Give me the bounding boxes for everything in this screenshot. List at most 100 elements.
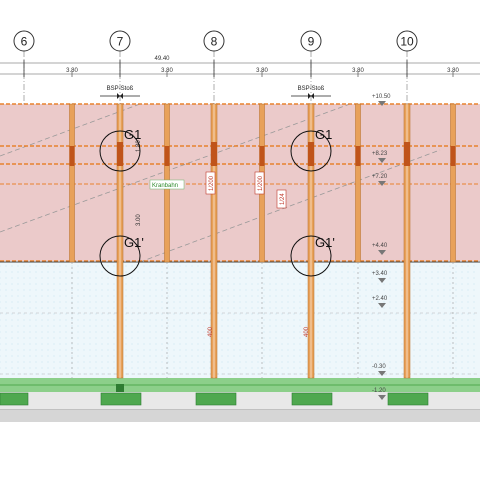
dot: [83, 343, 85, 345]
dot: [101, 283, 103, 285]
dot: [467, 307, 469, 309]
dot: [437, 307, 439, 309]
dot: [77, 307, 79, 309]
dot: [431, 313, 433, 315]
level-7-20: +7.20: [372, 174, 388, 186]
dot: [23, 325, 25, 327]
dot: [191, 349, 193, 351]
dot: [251, 271, 253, 273]
dot: [155, 349, 157, 351]
dot: [161, 337, 163, 339]
dot: [221, 265, 223, 267]
dot: [17, 265, 19, 267]
dot: [377, 331, 379, 333]
dot: [341, 289, 343, 291]
dot: [17, 337, 19, 339]
level-2-40: +2.40: [372, 296, 388, 308]
dot: [149, 283, 151, 285]
dot: [47, 337, 49, 339]
dot: [131, 307, 133, 309]
dot: [59, 289, 61, 291]
dot: [239, 361, 241, 363]
dot: [35, 283, 37, 285]
dot: [101, 337, 103, 339]
dot: [71, 289, 73, 291]
dot: [353, 319, 355, 321]
dot: [131, 319, 133, 321]
axis-10: 10: [396, 30, 418, 52]
dot: [419, 349, 421, 351]
dot: [293, 367, 295, 369]
dot: [29, 307, 31, 309]
dot: [143, 319, 145, 321]
dot: [53, 325, 55, 327]
dot: [161, 289, 163, 291]
dot: [317, 319, 319, 321]
dot: [0, 271, 1, 273]
dot: [11, 289, 13, 291]
dot: [359, 277, 361, 279]
dot: [263, 367, 265, 369]
dot: [383, 301, 385, 303]
dot: [341, 265, 343, 267]
dot: [359, 349, 361, 351]
small-dimension-2: 3.00: [136, 214, 142, 226]
dot: [341, 313, 343, 315]
dot: [35, 367, 37, 369]
dot: [107, 289, 109, 291]
dot: [413, 343, 415, 345]
dot: [299, 277, 301, 279]
dot: [89, 265, 91, 267]
dot: [197, 277, 199, 279]
dot: [35, 337, 37, 339]
dot: [245, 349, 247, 351]
footing-2: [195, 392, 237, 406]
dot: [23, 289, 25, 291]
dot: [227, 367, 229, 369]
dot: [101, 343, 103, 345]
dot: [467, 313, 469, 315]
dot: [137, 361, 139, 363]
dot: [443, 331, 445, 333]
dot: [239, 301, 241, 303]
dot: [143, 343, 145, 345]
dot: [305, 319, 307, 321]
dot: [245, 367, 247, 369]
dot: [209, 343, 211, 345]
dot: [287, 349, 289, 351]
dot: [35, 265, 37, 267]
dot: [227, 331, 229, 333]
dot: [335, 319, 337, 321]
dot: [329, 301, 331, 303]
dot: [41, 367, 43, 369]
dot: [89, 337, 91, 339]
dot: [77, 277, 79, 279]
dot: [251, 301, 253, 303]
dot: [185, 337, 187, 339]
dot: [401, 349, 403, 351]
dot: [449, 289, 451, 291]
dot: [149, 277, 151, 279]
dot: [431, 265, 433, 267]
dot: [233, 277, 235, 279]
dot: [377, 367, 379, 369]
dot: [71, 265, 73, 267]
dot: [305, 349, 307, 351]
red-dim-4: 400: [208, 326, 214, 337]
dot: [233, 367, 235, 369]
dot: [65, 277, 67, 279]
dot: [473, 349, 475, 351]
dot: [125, 355, 127, 357]
dot: [431, 271, 433, 273]
dot: [245, 295, 247, 297]
dot: [359, 355, 361, 357]
dot: [467, 361, 469, 363]
dot: [419, 331, 421, 333]
dot: [389, 325, 391, 327]
dot: [287, 355, 289, 357]
dot: [59, 343, 61, 345]
secondary-column-0: [69, 103, 75, 263]
dot: [29, 277, 31, 279]
dot: [53, 355, 55, 357]
dot: [23, 343, 25, 345]
